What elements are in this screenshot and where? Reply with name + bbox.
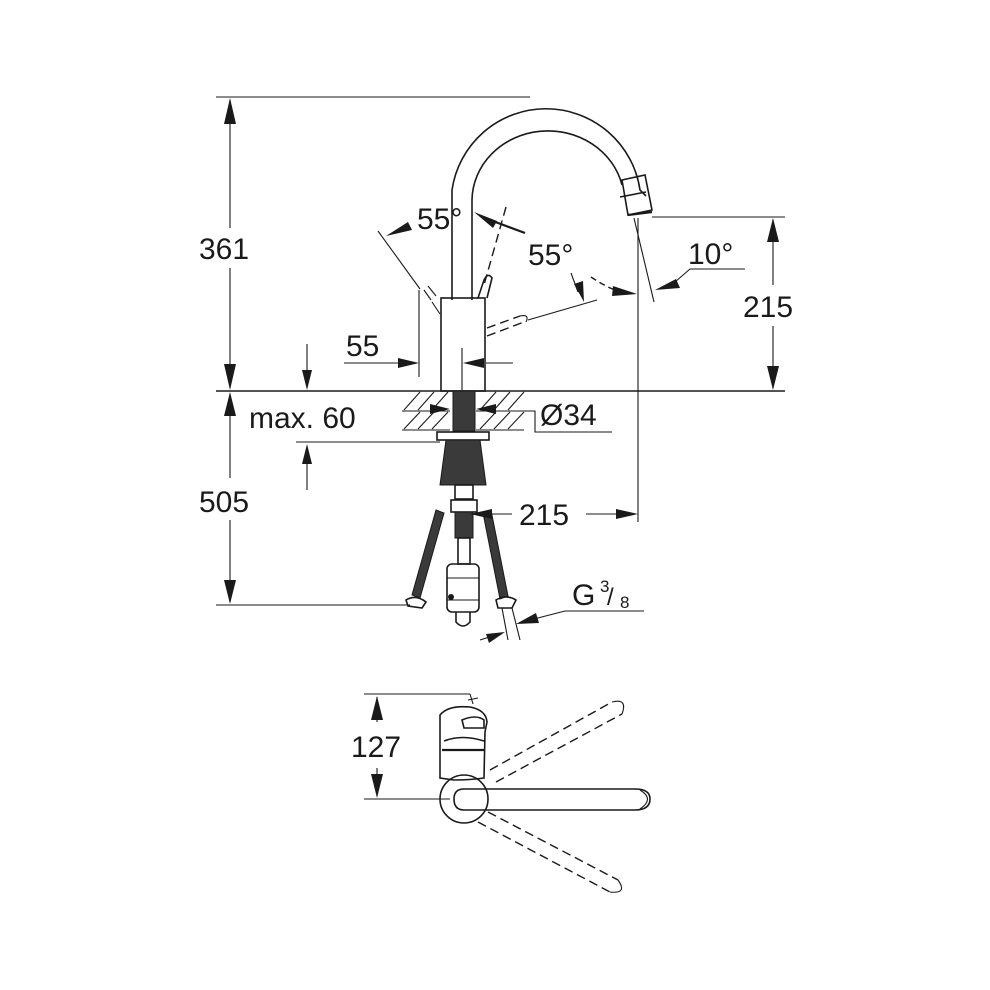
spout-head (621, 174, 653, 216)
side-view: 361 215 10° (199, 96, 793, 643)
lever-forward-dashed (486, 299, 598, 337)
angle-label-lever-left: 55° (417, 203, 462, 236)
arrow-up-icon (767, 218, 779, 242)
countertop-section (402, 391, 525, 431)
dimension-55: 55 (344, 290, 513, 377)
dim-label-outlet-height: 215 (743, 291, 793, 324)
dimension-505: 505 (199, 392, 410, 606)
tilt-line (633, 217, 655, 303)
thread-label-denominator: 8 (620, 593, 629, 612)
arrow-icon (386, 222, 412, 236)
dimension-361: 361 (199, 98, 249, 390)
faucet-body-top (439, 705, 488, 781)
arrow-down-icon (371, 774, 383, 798)
dimension-215-projection: 215 (470, 499, 638, 532)
dimension-215-height: 215 (743, 218, 793, 390)
supply-hose-left (405, 509, 445, 609)
arrow-up-icon (224, 98, 236, 124)
mounting-shank (436, 390, 490, 565)
arrow-up-icon (371, 696, 383, 720)
angle-label-lever-right: 55° (528, 239, 573, 272)
arrow-up-icon (224, 392, 236, 416)
dimension-diameter-34: Ø34 (524, 399, 612, 433)
top-view: 127 (351, 693, 651, 893)
dimension-thread-g38: G 3 / 8 (479, 577, 644, 643)
spout-inner (471, 130, 623, 300)
hose-weight (446, 563, 480, 627)
angle-10: 10° (655, 238, 745, 290)
lever-top (453, 788, 651, 811)
base-rosette (439, 774, 489, 824)
supply-hose-right (482, 509, 521, 641)
dimension-max-60: max. 60 (249, 344, 440, 490)
thread-label-slash: / (607, 584, 614, 611)
dim-label-depth: 127 (351, 731, 401, 764)
arrow-icon (474, 212, 497, 228)
angle-label-spout-tilt: 10° (688, 238, 733, 271)
lever-positions-dashed (477, 700, 625, 893)
dim-label-below-counter: 505 (199, 486, 249, 519)
arrow-down-icon (224, 364, 236, 390)
thread-label-numerator: 3 (600, 577, 609, 596)
dim-label-total-height: 361 (199, 233, 249, 266)
dim-label-hole-diameter: Ø34 (540, 399, 597, 432)
dim-label-max-counter-thickness: max. 60 (249, 402, 356, 435)
lever-left-extension (377, 230, 421, 290)
lever (477, 274, 493, 299)
faucet-body (440, 297, 486, 392)
arrow-down-icon (767, 366, 779, 390)
arrow-down-icon (224, 580, 236, 604)
dim-label-spout-projection: 215 (519, 499, 569, 532)
dim-label-body-offset: 55 (346, 330, 379, 363)
spout-outer (451, 107, 647, 300)
angle-55-top: 55° (386, 203, 526, 236)
thread-label-g: G (572, 579, 595, 612)
dimension-127: 127 (351, 696, 401, 798)
angle-55-right: 55° (528, 239, 637, 302)
